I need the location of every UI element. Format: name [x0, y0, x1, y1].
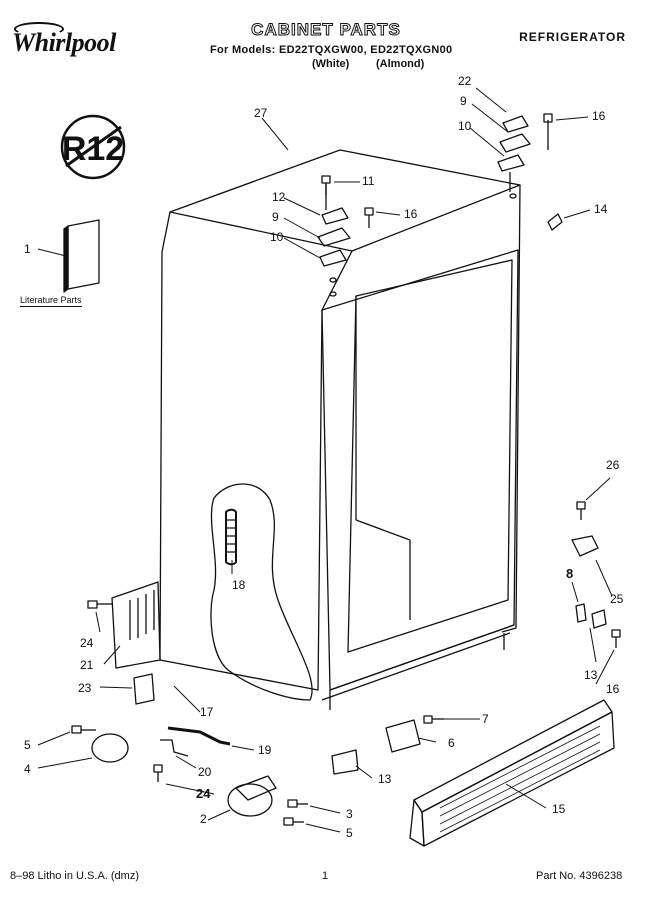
model-numbers: For Models: ED22TQXGW00, ED22TQXGN00 — [210, 44, 453, 56]
part-number: Part No. 4396238 — [536, 870, 623, 882]
cabinet-body-outline — [159, 149, 521, 710]
whirlpool-swoosh-icon — [14, 22, 64, 36]
callout-13: 13 — [378, 772, 392, 786]
tube-20 — [160, 739, 189, 757]
callout-22: 22 — [458, 74, 472, 88]
callout-16-right: 16 — [606, 682, 620, 696]
page-title: CABINET PARTS — [251, 20, 401, 40]
callout-13-right: 13 — [584, 668, 598, 682]
r12-badge-icon — [60, 114, 126, 180]
callout-6: 6 — [448, 736, 455, 750]
callout-17: 17 — [200, 705, 214, 719]
callout-1: 1 — [24, 242, 31, 256]
callout-18: 18 — [232, 578, 246, 592]
callout-9-top: 9 — [460, 94, 467, 108]
r12-text: R12 — [62, 130, 124, 168]
callout-21: 21 — [80, 658, 94, 672]
brand-logo: Whirlpool — [12, 28, 116, 57]
grille-part-15 — [409, 699, 615, 847]
callout-15: 15 — [552, 802, 566, 816]
callout-25: 25 — [610, 592, 624, 606]
bracket-part-25 — [571, 535, 599, 557]
part-13-right — [591, 609, 607, 629]
callout-24: 24 — [80, 636, 94, 650]
right-hinge-parts — [497, 113, 553, 199]
page-number: 1 — [322, 870, 329, 882]
valve-part-2 — [227, 783, 273, 817]
callout-2: 2 — [200, 812, 207, 826]
callout-16: 16 — [404, 207, 418, 221]
callout-10: 10 — [270, 230, 284, 244]
literature-parts-label: Literature Parts — [20, 295, 82, 307]
color-almond: (Almond) — [376, 58, 425, 70]
compressor-part-4 — [91, 733, 129, 763]
leader-lines — [37, 87, 615, 833]
callout-5-left: 5 — [24, 738, 31, 752]
clip-part-14 — [547, 213, 563, 231]
tube-19 — [167, 726, 231, 746]
callout-12: 12 — [272, 190, 286, 204]
callout-4: 4 — [24, 762, 31, 776]
callout-20: 20 — [198, 765, 212, 779]
callout-3: 3 — [346, 807, 353, 821]
literature-booklet-icon — [63, 219, 100, 293]
litho-note: 8–98 Litho in U.S.A. (dmz) — [10, 870, 140, 882]
category-label: REFRIGERATOR — [519, 30, 626, 44]
callout-27: 27 — [254, 106, 268, 120]
part-13 — [331, 749, 359, 775]
callout-10-top: 10 — [458, 119, 472, 133]
callout-11: 11 — [362, 174, 375, 188]
callout-19: 19 — [258, 743, 272, 757]
callout-23: 23 — [78, 681, 92, 695]
callout-8: 8 — [566, 566, 574, 581]
callout-14: 14 — [594, 202, 608, 216]
part-6 — [385, 719, 421, 753]
callout-9: 9 — [272, 210, 279, 224]
color-white: (White) — [312, 58, 350, 70]
center-hinge-parts — [317, 184, 351, 297]
callout-16-top: 16 — [592, 109, 606, 123]
part-8 — [575, 603, 587, 623]
bracket-23 — [133, 673, 155, 705]
callout-24-bottom: 24 — [196, 786, 211, 801]
callout-26: 26 — [606, 458, 620, 472]
callout-5: 5 — [346, 826, 353, 840]
screw-icons — [71, 175, 621, 826]
side-panel-21 — [111, 581, 161, 669]
callout-7: 7 — [482, 712, 489, 726]
